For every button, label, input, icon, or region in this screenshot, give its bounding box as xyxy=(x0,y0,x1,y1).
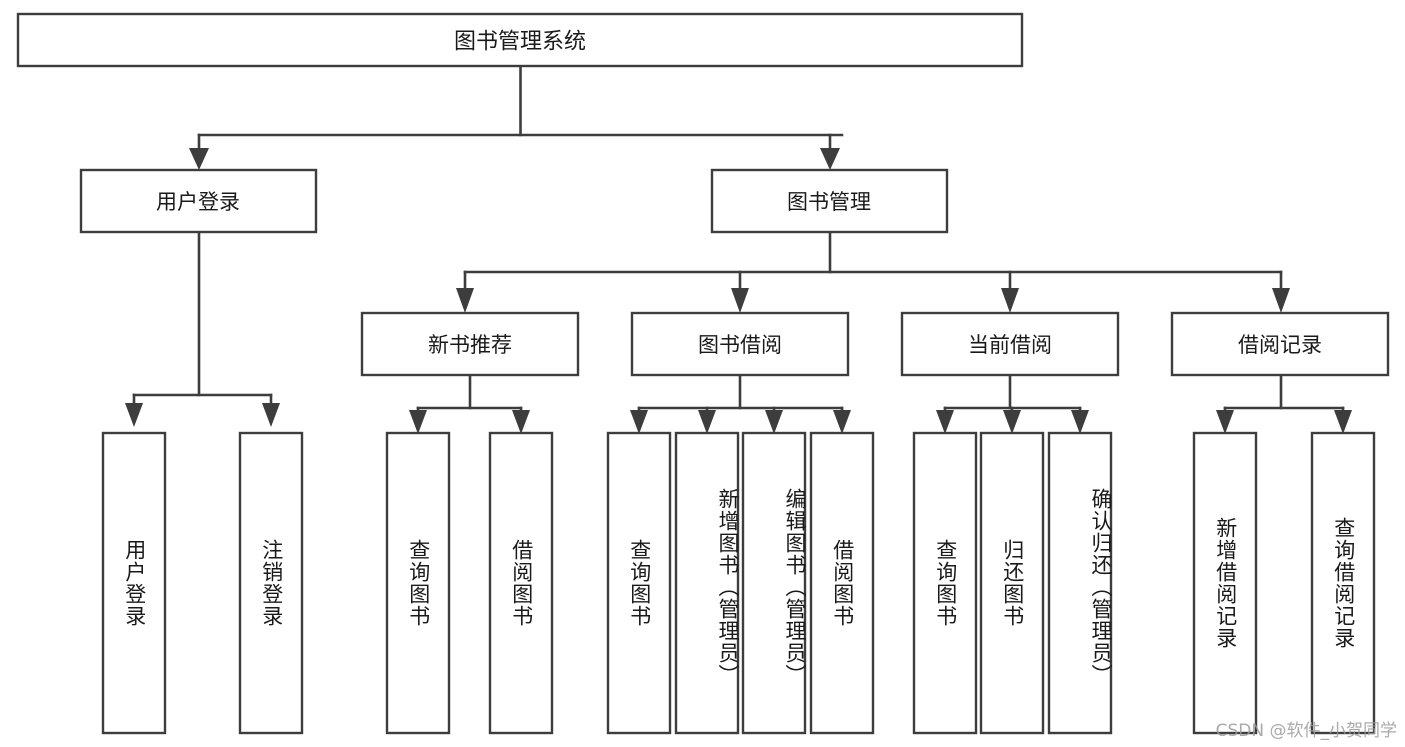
connector-group-book-manage xyxy=(456,230,1290,313)
node-leaf-current-borrow-0[interactable] xyxy=(912,431,978,735)
node-leaf-new-book-1[interactable] xyxy=(488,431,554,735)
node-borrow-record-label: 借阅记录 xyxy=(1238,333,1322,357)
node-book-manage-label: 图书管理 xyxy=(787,190,871,214)
node-user-login-label: 用户登录 xyxy=(156,190,240,214)
node-leaf-book-borrow-1[interactable] xyxy=(674,431,740,735)
node-root-label: 图书管理系统 xyxy=(454,30,586,55)
node-root[interactable] xyxy=(16,12,1024,68)
connector-group-root xyxy=(189,64,844,170)
arrow-bb-leaf4 xyxy=(833,410,851,434)
arrow-bb-leaf1 xyxy=(630,410,648,434)
node-new-book-recommend[interactable] xyxy=(360,311,580,377)
connector-group-borrow-record xyxy=(1216,373,1352,434)
arrow-bm-to-current xyxy=(1001,288,1019,313)
node-book-manage[interactable] xyxy=(710,168,949,234)
node-leaf-book-borrow-3[interactable] xyxy=(809,431,875,735)
node-book-borrow[interactable] xyxy=(630,311,850,377)
connector-group-current-borrow xyxy=(936,373,1089,434)
node-leaf-borrow-record-0[interactable] xyxy=(1192,431,1258,735)
arrow-newbook-leaf2 xyxy=(512,410,530,434)
connector-group-book-borrow xyxy=(630,373,851,434)
node-borrow-record[interactable] xyxy=(1170,311,1390,377)
arrow-cb-leaf3 xyxy=(1071,410,1089,434)
node-leaf-user-login-0[interactable] xyxy=(101,431,167,735)
node-current-borrow-label: 当前借阅 xyxy=(968,333,1052,357)
arrow-br-leaf2 xyxy=(1334,410,1352,434)
arrow-cb-leaf2 xyxy=(1003,410,1021,434)
node-book-borrow-label: 图书借阅 xyxy=(698,333,782,357)
node-user-login[interactable] xyxy=(79,168,318,234)
arrow-br-leaf1 xyxy=(1216,410,1234,434)
node-leaf-borrow-record-1[interactable] xyxy=(1310,431,1376,735)
node-leaf-current-borrow-2[interactable] xyxy=(1047,431,1113,735)
node-leaf-book-borrow-2[interactable] xyxy=(741,431,807,735)
arrow-cb-leaf1 xyxy=(936,410,954,434)
arrow-bm-to-borrow xyxy=(731,288,749,313)
arrow-root-to-book xyxy=(820,148,840,170)
watermark-text: CSDN @软件_小贺同学 xyxy=(1215,721,1397,741)
arrow-root-to-user xyxy=(189,148,209,170)
arrow-bm-to-new xyxy=(456,288,474,313)
arrow-bb-leaf2 xyxy=(698,410,716,434)
node-leaf-book-borrow-0[interactable] xyxy=(606,431,672,735)
arrow-bb-leaf3 xyxy=(765,410,783,434)
connector-group-new-book xyxy=(409,373,530,434)
node-current-borrow[interactable] xyxy=(900,311,1120,377)
connector-group-user-login xyxy=(125,230,280,427)
arrow-bm-to-record xyxy=(1272,288,1290,313)
arrow-user-leaf1 xyxy=(125,403,143,427)
arrow-newbook-leaf1 xyxy=(409,410,427,434)
arrow-user-leaf2 xyxy=(262,403,280,427)
node-new-book-recommend-label: 新书推荐 xyxy=(428,333,512,357)
node-leaf-user-login-1[interactable] xyxy=(238,431,304,735)
node-leaf-current-borrow-1[interactable] xyxy=(979,431,1045,735)
node-leaf-new-book-0[interactable] xyxy=(385,431,451,735)
